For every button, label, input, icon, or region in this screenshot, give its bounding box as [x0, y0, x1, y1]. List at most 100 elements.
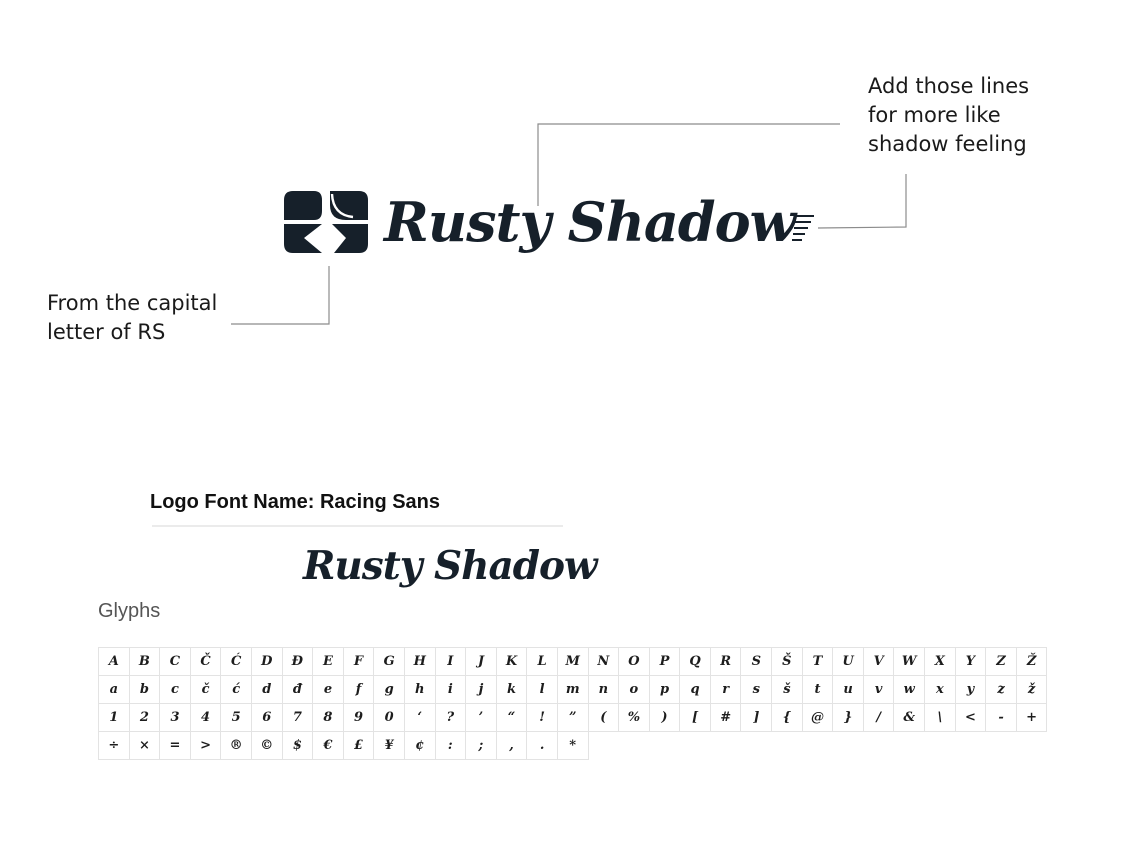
- glyph-cell: s: [740, 675, 773, 704]
- lines-annotation: Add those lines for more like shadow fee…: [868, 72, 1029, 159]
- font-name-label: Logo Font Name: Racing Sans: [150, 491, 441, 513]
- glyph-cell: *: [556, 731, 589, 760]
- glyph-cell: h: [403, 675, 436, 704]
- font-sample: Rusty Shadow: [303, 543, 598, 589]
- glyph-cell: 7: [281, 703, 314, 732]
- glyph-cell: e: [312, 675, 344, 704]
- glyph-cell: u: [832, 675, 864, 704]
- glyph-cell: r: [709, 675, 742, 704]
- glyph-cell: 8: [312, 703, 344, 732]
- glyph-cell-empty: [986, 732, 1017, 760]
- glyph-cell: Z: [985, 647, 1017, 676]
- glyph-cell: €: [312, 731, 344, 760]
- glyph-cell: (: [587, 703, 620, 732]
- glyph-cell: ž: [1015, 675, 1048, 704]
- leader-line-left: [231, 266, 330, 325]
- glyph-cell: L: [526, 647, 558, 676]
- glyph-cell: m: [556, 675, 589, 704]
- annotation-line: for more like: [868, 103, 1001, 127]
- glyph-cell: a: [98, 675, 130, 704]
- glyph-cell: p: [648, 675, 681, 704]
- glyph-cell: >: [189, 731, 222, 760]
- capital-annotation: From the capital letter of RS: [47, 289, 217, 347]
- glyph-cell: W: [893, 647, 926, 676]
- glyph-cell: 2: [128, 703, 161, 732]
- glyph-cell: V: [862, 647, 895, 676]
- glyph-cell: }: [832, 703, 864, 732]
- glyph-cell: O: [618, 647, 650, 676]
- glyph-cell-empty: [772, 732, 803, 760]
- glyph-cell: +: [1015, 703, 1048, 732]
- glyph-cell: F: [342, 647, 375, 676]
- glyph-cell: v: [862, 675, 895, 704]
- glyph-cell: I: [434, 647, 467, 676]
- glyph-cell: =: [159, 731, 191, 760]
- glyph-cell-empty: [863, 732, 894, 760]
- glyph-cell: Đ: [281, 647, 314, 676]
- glyph-cell-empty: [894, 732, 925, 760]
- annotation-line: shadow feeling: [868, 132, 1027, 156]
- glyph-cell: Š: [771, 647, 803, 676]
- glyph-cell-empty: [741, 732, 772, 760]
- glyph-cell-empty: [710, 732, 741, 760]
- glyph-row: ÷×=>®©$€£¥¢:;,.*: [98, 731, 1047, 760]
- glyph-cell: C: [159, 647, 191, 676]
- glyph-cell-empty: [802, 732, 833, 760]
- glyph-cell: .: [526, 731, 558, 760]
- glyph-cell: z: [985, 675, 1017, 704]
- glyph-cell: t: [801, 675, 834, 704]
- glyph-cell: U: [832, 647, 864, 676]
- glyph-cell: ?: [434, 703, 467, 732]
- glyph-cell: 6: [250, 703, 283, 732]
- glyph-cell: ,: [495, 731, 528, 760]
- glyph-cell-empty: [649, 732, 680, 760]
- glyph-cell: ¥: [373, 731, 405, 760]
- glyph-cell: q: [679, 675, 711, 704]
- glyph-cell: $: [281, 731, 314, 760]
- glyph-cell: M: [556, 647, 589, 676]
- glyph-cell-empty: [619, 732, 650, 760]
- glyph-cell-empty: [925, 732, 956, 760]
- glyph-cell: 4: [189, 703, 222, 732]
- glyph-cell: B: [128, 647, 161, 676]
- glyph-cell-empty: [833, 732, 864, 760]
- glyph-cell: ©: [250, 731, 283, 760]
- glyph-cell: \: [924, 703, 956, 732]
- glyph-cell: <: [954, 703, 987, 732]
- glyph-cell: -: [985, 703, 1017, 732]
- glyph-cell: ×: [128, 731, 161, 760]
- glyph-cell: b: [128, 675, 161, 704]
- glyph-cell: A: [98, 647, 130, 676]
- glyph-cell: c: [159, 675, 191, 704]
- annotation-line: From the capital: [47, 291, 218, 315]
- glyph-cell: T: [801, 647, 834, 676]
- glyph-cell: ®: [220, 731, 252, 760]
- glyph-cell: ÷: [98, 731, 130, 760]
- glyph-cell: 9: [342, 703, 375, 732]
- glyph-cell: j: [465, 675, 497, 704]
- glyph-cell: /: [862, 703, 895, 732]
- glyph-cell: 5: [220, 703, 252, 732]
- glyph-cell: ): [648, 703, 681, 732]
- annotation-line: letter of RS: [47, 320, 166, 344]
- glyph-cell: Q: [679, 647, 711, 676]
- leader-line-top: [537, 123, 840, 206]
- glyph-cell: ;: [465, 731, 497, 760]
- glyph-cell: Y: [954, 647, 987, 676]
- glyph-cell: !: [526, 703, 558, 732]
- glyph-cell: ]: [740, 703, 773, 732]
- glyph-cell: ć: [220, 675, 252, 704]
- glyph-cell: #: [709, 703, 742, 732]
- glyph-cell-empty: [680, 732, 711, 760]
- shadow-lines-icon: [792, 215, 814, 241]
- glyph-cell: l: [526, 675, 558, 704]
- glyph-cell: k: [495, 675, 528, 704]
- rs-monogram-icon: [284, 191, 368, 253]
- glyph-cell: ’: [465, 703, 497, 732]
- glyph-cell: “: [495, 703, 528, 732]
